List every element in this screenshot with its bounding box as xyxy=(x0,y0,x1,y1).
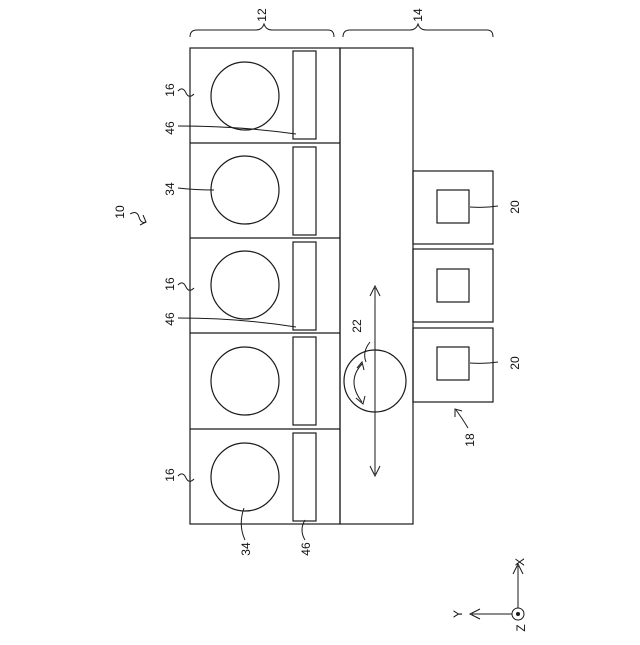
brace-12 xyxy=(190,24,334,37)
leader-20 xyxy=(470,362,498,363)
label-16-bottom: 16 xyxy=(163,468,177,482)
label-46-bottom: 46 xyxy=(299,542,313,556)
unit-rect-46 xyxy=(293,337,316,425)
axis-y-label: Y xyxy=(451,610,465,618)
label-20-bottom: 20 xyxy=(508,356,522,370)
leader-34 xyxy=(178,188,214,190)
load-port xyxy=(413,328,493,402)
label-16-top: 16 xyxy=(163,83,177,97)
brace-14 xyxy=(343,24,493,37)
load-port xyxy=(413,249,493,322)
leader-16 xyxy=(178,474,194,481)
label-46-middle: 46 xyxy=(163,312,177,326)
chamber-circle xyxy=(211,62,279,130)
leader-46 xyxy=(178,126,296,134)
label-20-top: 20 xyxy=(508,200,522,214)
label-34-bottom: 34 xyxy=(239,542,253,556)
z-axis-dot xyxy=(516,612,520,616)
unit-rect-46 xyxy=(293,242,316,330)
chamber-circle xyxy=(211,443,279,511)
unit-rect-46 xyxy=(293,147,316,235)
label-10: 10 xyxy=(113,205,127,219)
rotation-arc-icon xyxy=(354,364,362,402)
label-12: 12 xyxy=(255,8,269,22)
arrow-head-icon xyxy=(140,215,146,225)
unit-rect-46 xyxy=(293,433,316,521)
processing-block-12 xyxy=(190,48,340,524)
label-18: 18 xyxy=(463,433,477,447)
leader-46 xyxy=(302,520,305,540)
leader-18 xyxy=(456,410,468,428)
leader-16 xyxy=(178,89,194,96)
leader-16 xyxy=(178,283,194,290)
chamber-circle xyxy=(211,156,279,224)
unit-rect-46 xyxy=(293,51,316,139)
axis-x-label: X xyxy=(513,558,527,566)
leader-22 xyxy=(365,342,370,362)
label-34-top: 34 xyxy=(163,182,177,196)
chamber-circle xyxy=(211,347,279,415)
leader-20 xyxy=(470,206,498,207)
axis-z-label: Z xyxy=(514,624,528,631)
label-22: 22 xyxy=(350,319,364,333)
leader-46 xyxy=(178,318,296,327)
transfer-block-14 xyxy=(340,48,413,524)
label-46-top: 46 xyxy=(163,121,177,135)
label-14: 14 xyxy=(411,8,425,22)
carrier-20 xyxy=(437,347,469,380)
chamber-circle xyxy=(211,251,279,319)
carrier-20 xyxy=(437,190,469,223)
carrier-20 xyxy=(437,269,469,302)
label-16-middle: 16 xyxy=(163,277,177,291)
